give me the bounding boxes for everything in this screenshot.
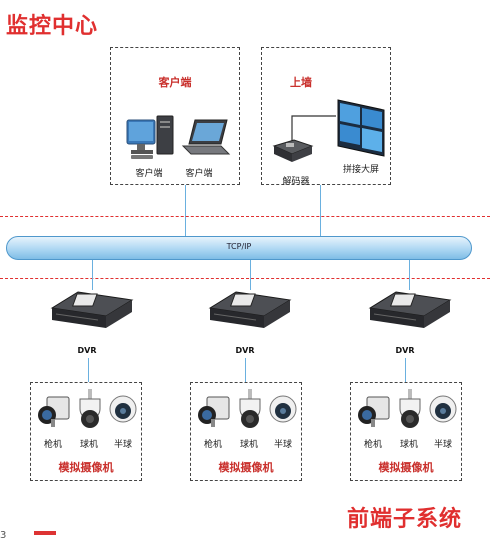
dvr-icon	[208, 291, 292, 328]
half-dome-camera-icon	[109, 395, 137, 423]
gun-camera-label: 枪机	[363, 440, 382, 450]
dvr-label: DVR	[395, 346, 415, 355]
half-dome-camera-icon	[429, 395, 457, 423]
camera-group3-connector-line	[405, 358, 406, 382]
dvr2-connector-line	[250, 260, 251, 290]
gun-camera-label: 枪机	[43, 440, 62, 450]
dome-ptz-camera-icon	[79, 389, 101, 428]
dvr-icon	[368, 291, 452, 328]
wall-connector-line	[320, 185, 321, 237]
page-number: 3	[0, 530, 7, 541]
ball-camera-label: 球机	[79, 440, 98, 450]
half-dome-label: 半球	[433, 440, 452, 450]
client-box-title: 客户端	[158, 76, 192, 89]
separator-top	[0, 216, 490, 217]
wall-display-box: 上墙 解码器 拼接大屏	[261, 47, 391, 187]
half-dome-label: 半球	[113, 440, 132, 450]
analog-camera-title: 模拟摄像机	[58, 461, 114, 474]
dvr1-connector-line	[92, 260, 93, 290]
monitor-center-title: 监控中心	[6, 14, 99, 39]
camera-group2-connector-line	[245, 358, 246, 382]
gun-camera-icon	[38, 396, 70, 427]
footer-accent-bar	[34, 531, 56, 535]
gun-camera-icon	[358, 396, 390, 427]
laptop-client-label: 客户端	[185, 169, 213, 179]
camera-group-box: 枪机 球机 半球 模拟摄像机	[30, 382, 142, 481]
analog-camera-title: 模拟摄像机	[218, 461, 274, 474]
separator-bottom	[0, 278, 490, 279]
video-wall-label: 拼接大屏	[342, 165, 379, 175]
ball-camera-label: 球机	[399, 440, 418, 450]
tcp-ip-network-bus: TCP/IP	[6, 236, 472, 260]
video-wall-icon	[337, 99, 385, 157]
desktop-client-label: 客户端	[135, 169, 163, 179]
gun-camera-icon	[198, 396, 230, 427]
dvr-icon	[50, 291, 134, 328]
camera-group1-connector-line	[88, 358, 89, 382]
decoder-icon	[272, 115, 336, 162]
dome-ptz-camera-icon	[239, 389, 261, 428]
desktop-pc-icon	[126, 115, 174, 159]
decoder-label: 解码器	[282, 177, 310, 187]
gun-camera-label: 枪机	[203, 440, 222, 450]
half-dome-camera-icon	[269, 395, 297, 423]
laptop-icon	[181, 119, 231, 155]
dvr-label: DVR	[235, 346, 255, 355]
client-box: 客户端 客户端 客户端	[110, 47, 240, 185]
tcp-ip-label: TCP/IP	[226, 242, 252, 251]
ball-camera-label: 球机	[239, 440, 258, 450]
dvr3-connector-line	[409, 260, 410, 290]
camera-group-box: 枪机 球机 半球 模拟摄像机	[350, 382, 462, 481]
dvr-label: DVR	[77, 346, 97, 355]
wall-box-title: 上墙	[290, 76, 312, 89]
client-connector-line	[185, 185, 186, 237]
camera-group-box: 枪机 球机 半球 模拟摄像机	[190, 382, 302, 481]
front-end-subsystem-title: 前端子系统	[346, 507, 462, 532]
half-dome-label: 半球	[273, 440, 292, 450]
dome-ptz-camera-icon	[399, 389, 421, 428]
analog-camera-title: 模拟摄像机	[378, 461, 434, 474]
